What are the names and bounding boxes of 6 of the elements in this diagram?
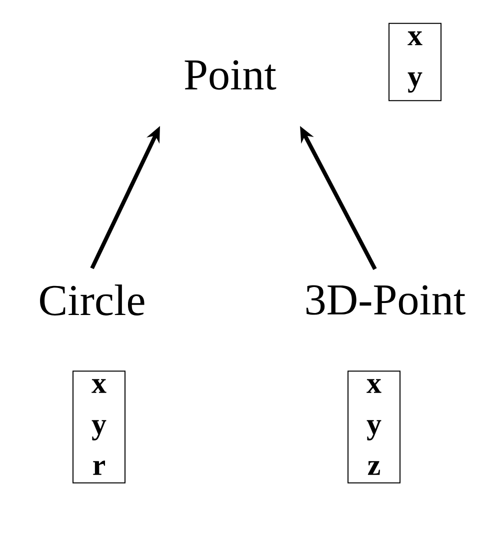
class-name: Point: [184, 60, 276, 90]
class-name: 3D-Point: [306, 285, 466, 315]
attribute-box: x y r: [72, 370, 126, 484]
attribute-box: x y z: [348, 370, 400, 484]
attribute-box: x y: [388, 22, 442, 102]
class-name: Circle: [40, 284, 144, 316]
